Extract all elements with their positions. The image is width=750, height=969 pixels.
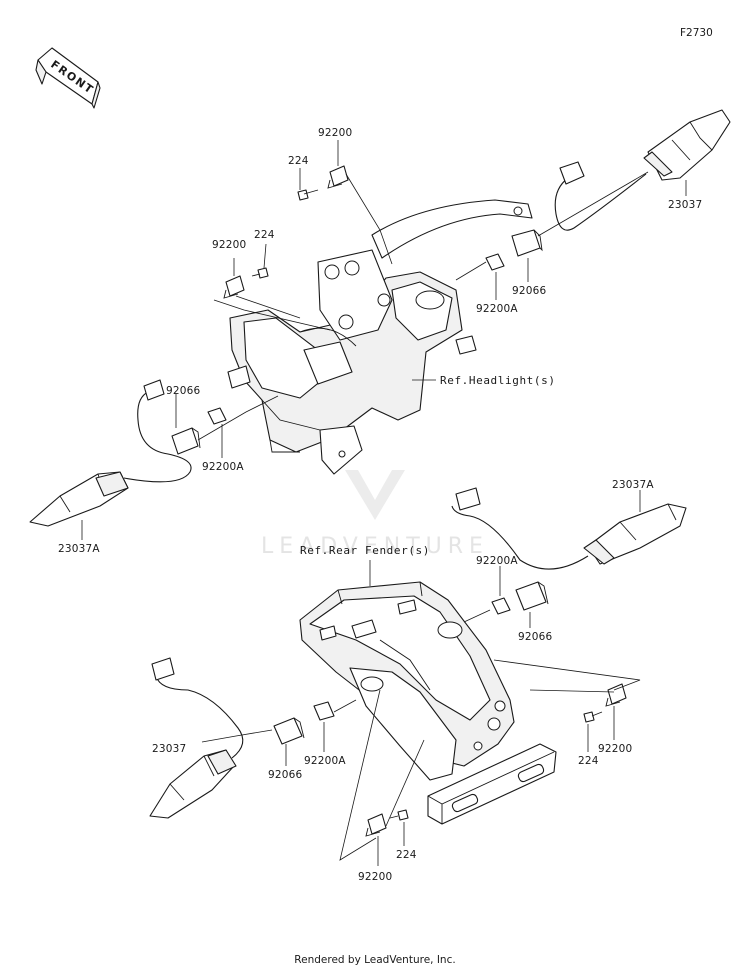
turn-signal-lower-left [149,657,244,819]
connector-upper-right [511,229,543,257]
watermark: LEADVENTURE [261,470,489,559]
clip-upper-right [485,253,505,271]
clip-upper-left-lower [207,407,227,425]
connector-lower-right [515,581,549,611]
callout-92200-upper: 92200 [318,127,352,139]
callout-224-lower: 224 [396,849,417,861]
clip-upper-center [327,165,349,189]
callout-92066-lower-right: 92066 [518,631,553,643]
bolt-lower-right [583,711,603,723]
callout-23037a-upper: 23037A [58,543,100,555]
clip-lower-bottom [365,813,387,837]
rear-fender-bracket [299,581,515,781]
callout-224-upper: 224 [288,155,309,167]
upper-bracket [227,249,477,475]
connector-upper-left [171,427,201,455]
callout-92200-left: 92200 [212,239,246,251]
bolt-upper-left [251,267,269,279]
callout-224-lower-right: 224 [578,755,599,767]
callout-92200a-upper-right: 92200A [476,303,518,315]
clip-lower-right-small [605,683,627,707]
figure-id: F2730 [680,27,713,39]
watermark-text: LEADVENTURE [261,534,489,559]
callout-92200a-upper-left: 92200A [202,461,244,473]
callout-92066-upper-left: 92066 [166,385,201,397]
connector-lower-left [273,717,305,745]
callout-92200a-lower-left: 92200A [304,755,346,767]
bolt-upper-center [297,189,319,201]
clip-upper-left [223,275,245,299]
callout-92066-upper-right: 92066 [512,285,547,297]
turn-signal-lower-right [451,487,687,570]
ref-headlight: Ref.Headlight(s) [440,374,556,387]
callout-92066-lower-left: 92066 [268,769,303,781]
front-arrow-icon: FRONT [35,47,101,109]
license-light [427,743,557,825]
clip-lower-right [491,597,511,615]
callout-92200-lower: 92200 [358,871,392,883]
credit-text: Rendered by LeadVenture, Inc. [294,954,455,966]
callouts: 92200 224 224 92200 23037 92066 92200A R… [58,127,702,883]
callout-224-left: 224 [254,229,275,241]
bolt-lower-bottom [389,809,409,821]
upper-rear-bar [371,199,533,259]
ref-rear-fender: Ref.Rear Fender(s) [300,544,430,557]
callout-92200-lower-right: 92200 [598,743,632,755]
callout-23037a-lower: 23037A [612,479,654,491]
callout-92200a-lower-right: 92200A [476,555,518,567]
turn-signal-upper-left [29,379,192,527]
clip-lower-left [313,701,335,721]
leader-lines [81,140,687,866]
callout-23037-upper: 23037 [668,199,702,211]
callout-23037-lower: 23037 [152,743,186,755]
turn-signal-upper-right [554,109,731,231]
